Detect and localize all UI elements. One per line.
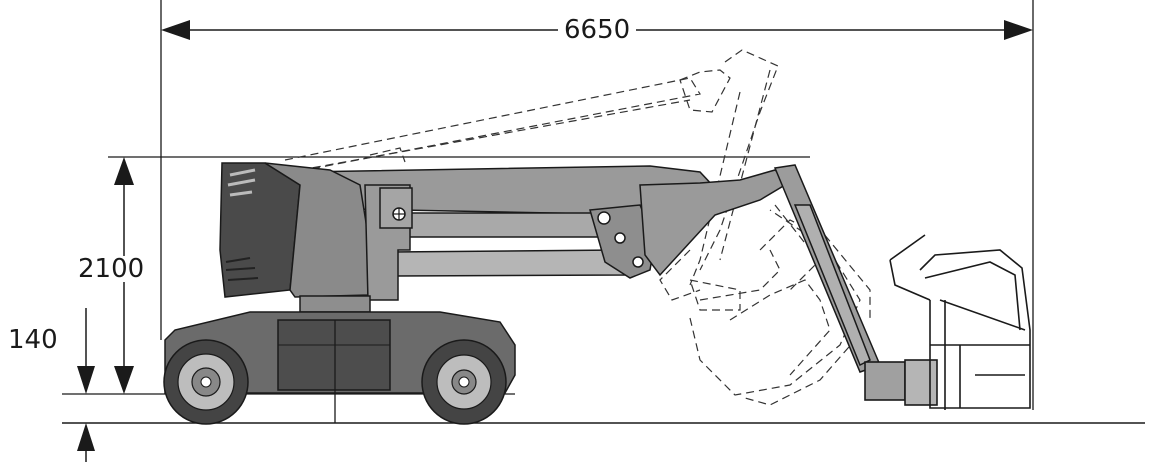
arrow-right-icon <box>1004 20 1033 40</box>
arrow-down-icon <box>114 366 134 394</box>
arrow-up-icon <box>114 157 134 185</box>
turret-bracket <box>379 187 413 229</box>
ground-clearance-dimension <box>77 308 95 462</box>
stowed-height-label: 2100 <box>78 254 145 284</box>
turret <box>219 162 413 313</box>
arrow-left-icon <box>161 20 190 40</box>
overall-length-label: 6650 <box>558 17 637 43</box>
platform-basket <box>864 234 1031 410</box>
platform-mount <box>864 361 906 401</box>
front-wheel <box>421 339 507 425</box>
lower-boom-arm <box>384 212 627 238</box>
boom-elbow <box>639 169 792 277</box>
ground-clearance-label: 140 <box>8 325 58 355</box>
rear-wheel <box>163 339 249 425</box>
chassis-battery-box <box>277 319 391 391</box>
jib-arm-rear <box>793 204 871 367</box>
